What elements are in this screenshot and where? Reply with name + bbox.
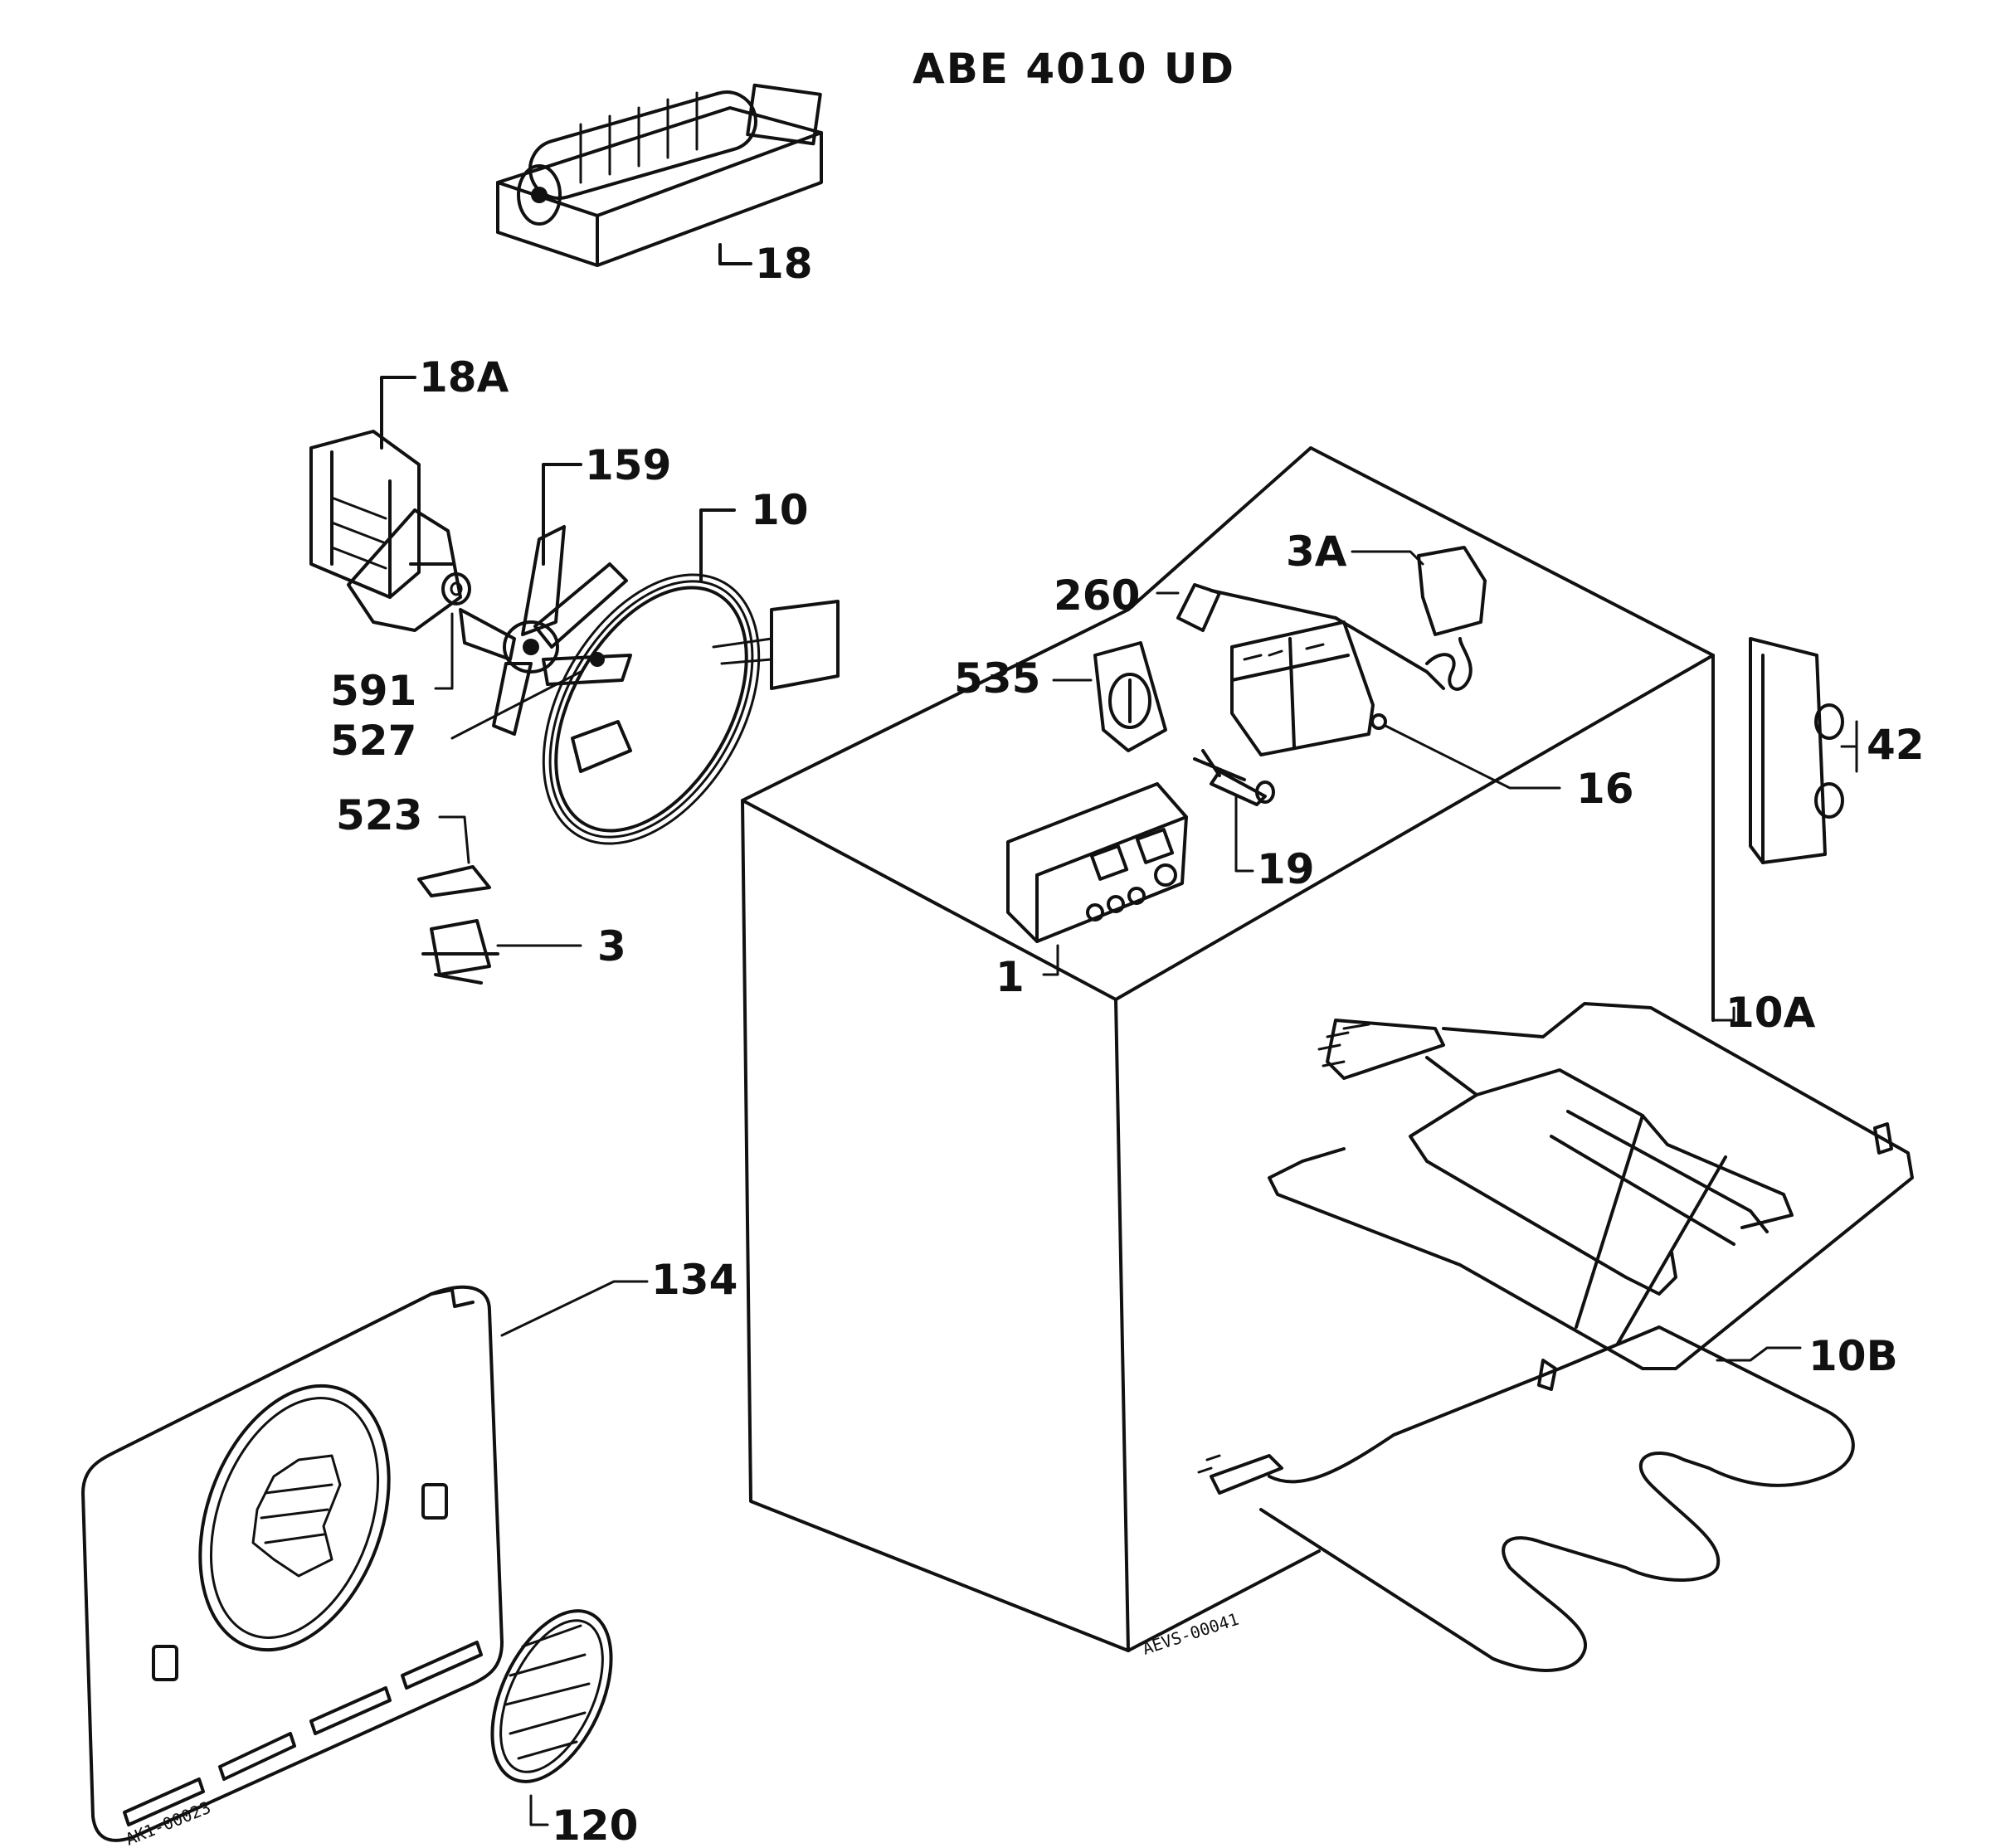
part-591-washer — [434, 572, 471, 690]
oven-cabinet — [741, 446, 1715, 1652]
part-535-knob — [1052, 641, 1167, 752]
label-260: 260 — [1054, 571, 1140, 620]
part-159-fan-blade — [459, 463, 632, 736]
label-18a: 18A — [419, 353, 509, 401]
part-19-lamp-holder — [1193, 749, 1275, 873]
part-3-thermostat — [421, 919, 582, 985]
label-10b: 10B — [1808, 1332, 1898, 1380]
label-3a: 3A — [1286, 528, 1347, 576]
label-535: 535 — [954, 654, 1040, 703]
label-18: 18 — [755, 240, 813, 288]
label-120: 120 — [552, 1802, 638, 1848]
label-134: 134 — [651, 1256, 737, 1304]
label-3: 3 — [597, 922, 626, 970]
label-591: 591 — [330, 667, 416, 715]
part-120-lamp-cover — [490, 1609, 613, 1826]
part-3a-thermostat — [1334, 546, 1487, 691]
part-1-timer — [1006, 782, 1188, 976]
label-523: 523 — [336, 791, 422, 839]
part-260-sensor — [1156, 583, 1337, 632]
part-18a-fan-motor — [309, 376, 462, 632]
label-19: 19 — [1257, 845, 1315, 893]
part-10a-top-element — [1268, 1002, 1914, 1391]
part-10b-bottom-element — [1197, 1325, 1855, 1672]
part-18-tangential-fan — [496, 83, 823, 267]
label-42: 42 — [1867, 721, 1925, 769]
part-523-clip — [417, 815, 491, 897]
label-527: 527 — [330, 717, 416, 765]
part-10-circular-element — [542, 508, 840, 845]
part-134-rear-panel — [81, 1280, 649, 1842]
part-16-switch — [1230, 620, 1561, 790]
label-159: 159 — [585, 441, 671, 489]
diagram-title: ABE 4010 UD — [913, 45, 1235, 93]
part-42-handle — [1749, 637, 1858, 864]
label-16: 16 — [1576, 765, 1634, 813]
label-1: 1 — [996, 953, 1025, 1001]
label-10: 10 — [751, 486, 809, 534]
label-10a: 10A — [1726, 989, 1816, 1037]
